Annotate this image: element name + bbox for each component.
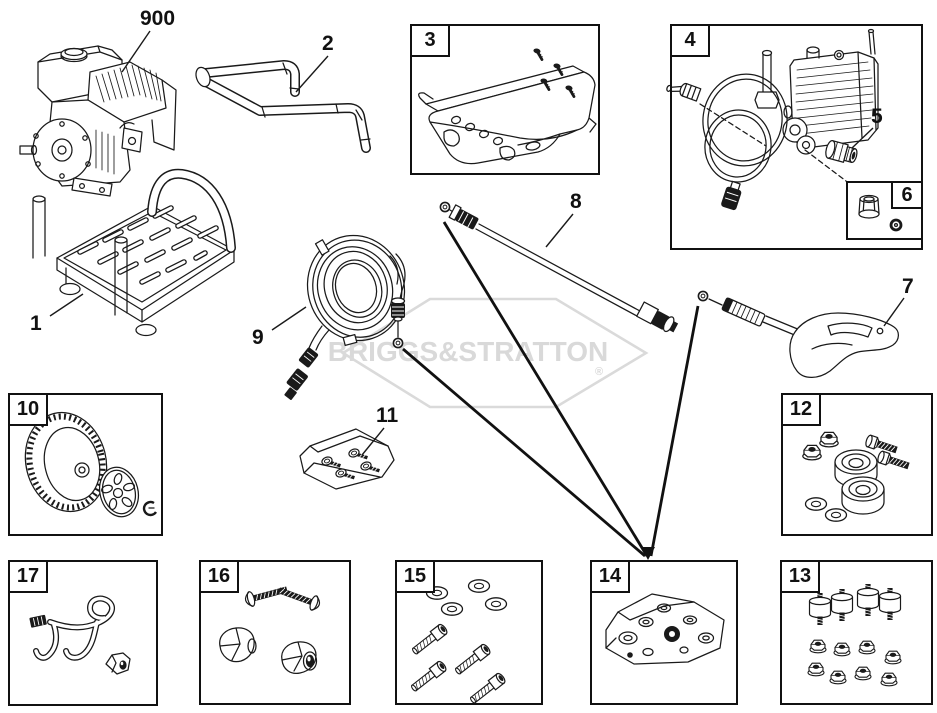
lance-drawing: [439, 201, 679, 333]
detail-box-seal-kit: 14: [590, 560, 738, 705]
spray-gun-drawing: [697, 290, 899, 378]
registered-trademark: ®: [595, 366, 604, 378]
callout-7: 7: [902, 275, 914, 298]
callout-14: 14: [590, 560, 630, 593]
callout-3: 3: [410, 24, 450, 57]
reference-lines: [402, 221, 700, 560]
callout-900: 900: [140, 7, 176, 30]
wheel-kit-drawing: [24, 411, 158, 518]
foot-kit-drawing: [802, 431, 912, 522]
brand-watermark: BRIGGS&STRATTON ®: [318, 336, 618, 378]
callout-8: 8: [570, 190, 582, 213]
detail-box-bolt-kit: 15: [395, 560, 543, 705]
engine-drawing: [19, 45, 177, 197]
callout-11: 11: [376, 404, 399, 427]
heat-shield-drawing: [418, 46, 597, 165]
callout-9: 9: [252, 326, 264, 349]
cap-kit-drawing: [858, 194, 903, 232]
detail-box-knob-kit: 16: [199, 560, 351, 705]
callout-17: 17: [8, 560, 48, 593]
detail-box-pump: 4: [670, 24, 923, 250]
callout-12: 12: [781, 393, 821, 426]
callout-4: 4: [670, 24, 710, 57]
callout-16: 16: [199, 560, 239, 593]
outlet-fitting-drawing: [825, 140, 858, 164]
brand-hexagon-outline: [340, 297, 649, 409]
screw-bag-drawing: [299, 428, 395, 490]
detail-box-cap-kit: 6: [846, 181, 923, 240]
arrowhead: [641, 547, 655, 560]
pump-assembly-drawing: [666, 28, 903, 232]
callout-6: 6: [891, 181, 923, 209]
detail-box-heat-shield: 3: [410, 24, 600, 175]
leader-lines: [49, 30, 905, 456]
hose-drawing: [284, 234, 406, 400]
detail-box-gun-holder: 17: [8, 560, 158, 706]
callout-10: 10: [8, 393, 48, 426]
handle-drawing: [195, 60, 371, 153]
brand-watermark-text: BRIGGS&STRATTON: [327, 336, 609, 367]
callout-2: 2: [322, 32, 334, 55]
callout-1: 1: [30, 312, 42, 335]
knob-bolt-kit-drawing: [219, 581, 323, 675]
gun-holder-kit-drawing: [29, 595, 131, 675]
detail-box-wheel: 10: [8, 393, 163, 536]
callout-5: 5: [871, 105, 883, 128]
detail-box-foot-kit: 12: [781, 393, 933, 536]
frame-drawing: [32, 168, 236, 337]
callout-15: 15: [395, 560, 435, 593]
callout-13: 13: [780, 560, 820, 593]
seal-kit-drawing: [605, 593, 725, 665]
detail-box-mount-kit: 13: [780, 560, 933, 705]
